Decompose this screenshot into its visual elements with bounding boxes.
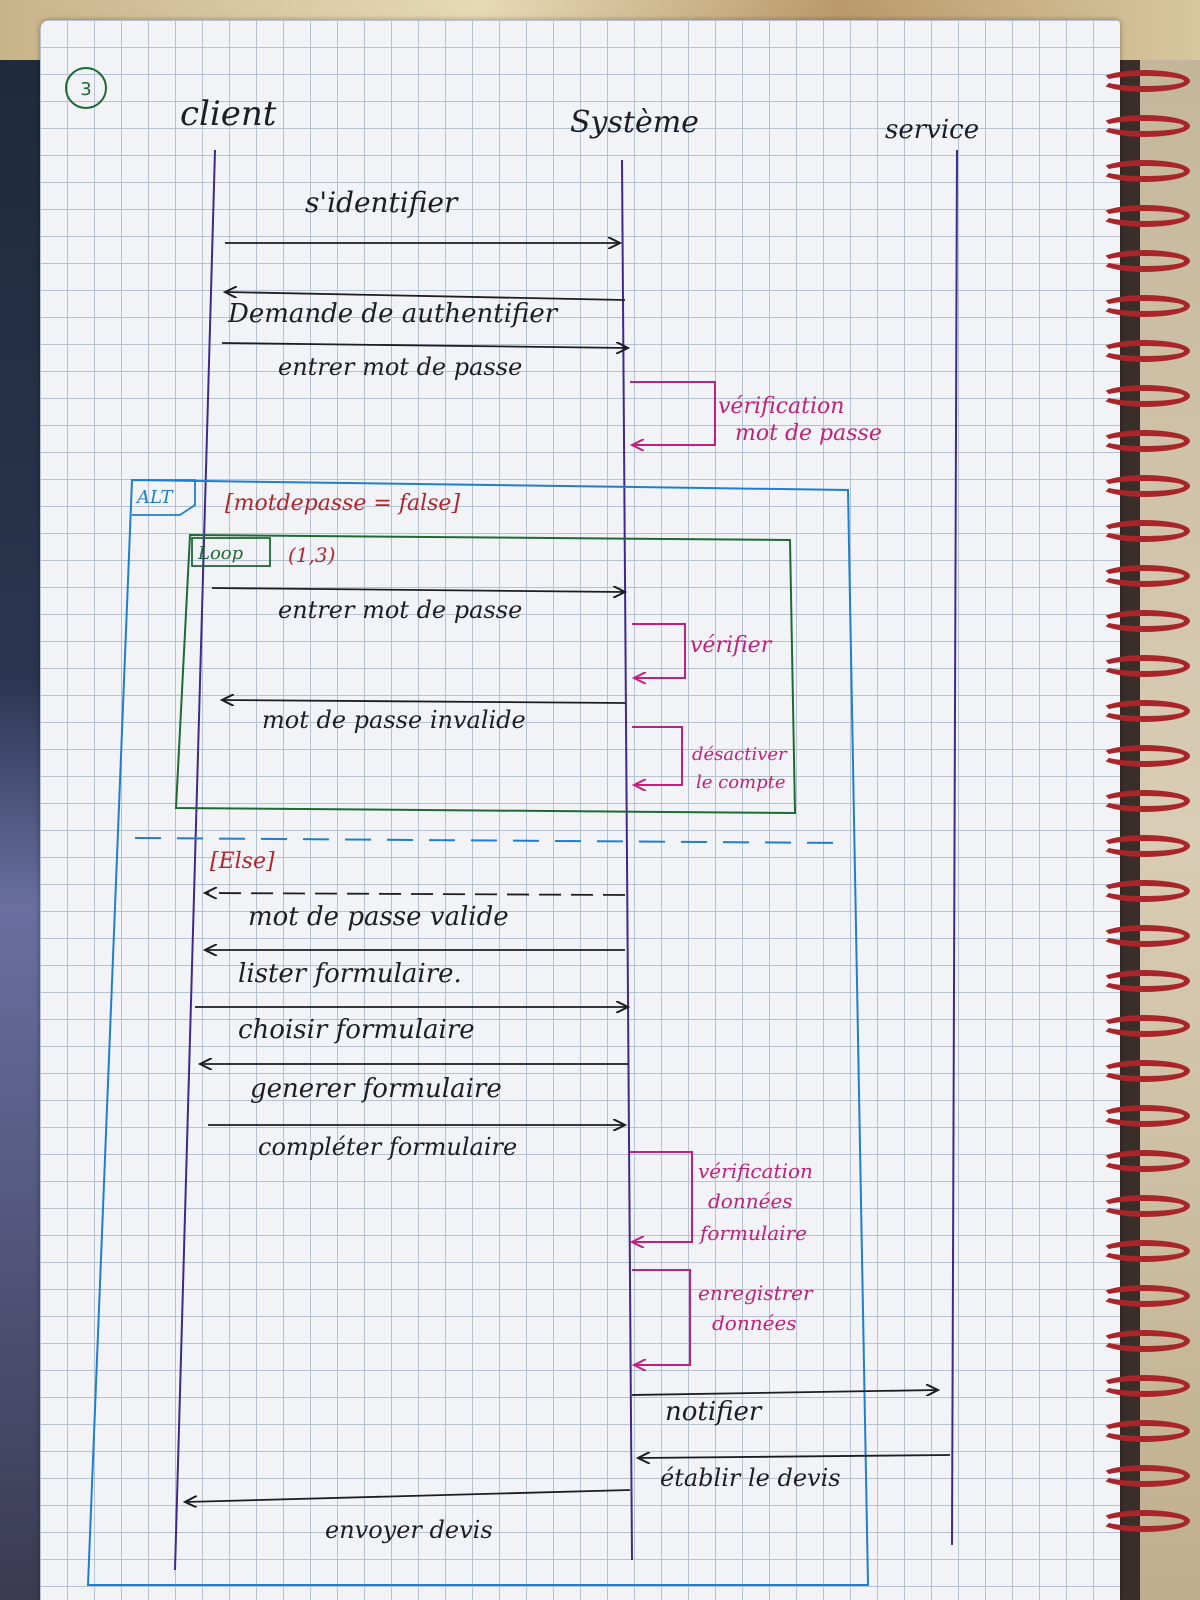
page-number-circle	[65, 67, 107, 109]
note-verify-password-line1: vérification	[718, 394, 844, 419]
notebook-spiral-binding	[1100, 70, 1200, 1570]
alt-label: ALT	[135, 487, 174, 508]
alt-label-tab	[132, 479, 196, 516]
spiral-ring	[1100, 790, 1190, 812]
page-number: 3	[80, 79, 91, 100]
message-send-quote-label: envoyer devis	[325, 1516, 493, 1544]
spiral-ring	[1100, 115, 1190, 137]
note-verify-form-line1: vérification	[698, 1159, 813, 1183]
spiral-ring	[1100, 1375, 1190, 1397]
note-verify-form-line3: formulaire	[698, 1221, 807, 1245]
spiral-ring	[1100, 1285, 1190, 1307]
spiral-ring	[1100, 880, 1190, 902]
message-generate-form-label: generer formulaire	[250, 1074, 502, 1104]
self-message-verify-form-data	[630, 1151, 693, 1242]
lifeline-service	[951, 149, 958, 1546]
message-password-invalid-arrow	[222, 700, 626, 703]
spiral-ring	[1100, 250, 1190, 272]
message-list-forms-label: lister formulaire.	[238, 959, 462, 989]
spiral-ring	[1100, 475, 1190, 497]
alt-else-separator	[134, 837, 846, 844]
lifeline-system	[621, 159, 633, 1561]
spiral-ring	[1100, 1105, 1190, 1127]
message-notify-arrow	[631, 1390, 938, 1395]
message-complete-form-label: compléter formulaire	[258, 1133, 517, 1161]
note-deactivate-line1: désactiver	[692, 744, 788, 765]
alt-fragment	[86, 478, 870, 1586]
spiral-ring	[1100, 745, 1190, 767]
message-enter-password-loop-arrow	[211, 588, 625, 592]
note-deactivate-line2: le compte	[696, 772, 786, 793]
message-notify-label: notifier	[665, 1397, 763, 1427]
message-enter-password-arrow	[221, 343, 628, 348]
message-establish-quote-label: établir le devis	[660, 1464, 841, 1492]
loop-label-box	[191, 537, 271, 567]
message-enter-password-label: entrer mot de passe	[278, 353, 522, 381]
message-send-quote-arrow	[185, 1489, 631, 1502]
notebook-page	[40, 20, 1120, 1600]
self-message-verify-password	[630, 381, 716, 445]
spiral-ring	[1100, 1465, 1190, 1487]
spiral-ring	[1100, 205, 1190, 227]
message-establish-quote-arrow	[638, 1455, 951, 1458]
message-auth-request-label: Demande de authentifier	[227, 299, 559, 329]
note-save-data-line2: données	[712, 1311, 797, 1335]
spiral-ring	[1100, 1240, 1190, 1262]
spiral-ring	[1100, 1420, 1190, 1442]
spiral-ring	[1100, 565, 1190, 587]
spiral-ring	[1100, 835, 1190, 857]
spiral-ring	[1100, 925, 1190, 947]
spiral-ring	[1100, 700, 1190, 722]
spiral-ring	[1100, 1330, 1190, 1352]
note-verify-password-line2: mot de passe	[735, 421, 882, 446]
loop-fragment	[174, 533, 797, 815]
spiral-ring	[1100, 70, 1190, 92]
spiral-ring	[1100, 295, 1190, 317]
spiral-ring	[1100, 520, 1190, 542]
lifeline-client	[174, 149, 216, 1571]
spiral-ring	[1100, 610, 1190, 632]
note-save-data-line1: enregistrer	[698, 1281, 814, 1305]
message-auth-request-arrow	[225, 292, 626, 301]
spiral-ring	[1100, 1150, 1190, 1172]
message-identify-label: s'identifier	[305, 186, 459, 219]
loop-guard: (1,3)	[288, 543, 335, 567]
spiral-ring	[1100, 1015, 1190, 1037]
participant-system-label: Système	[570, 105, 699, 140]
spiral-ring	[1100, 1060, 1190, 1082]
else-guard: [Else]	[210, 849, 275, 874]
self-message-verify	[632, 623, 686, 678]
spiral-ring	[1100, 340, 1190, 362]
participant-service-label: service	[885, 115, 979, 145]
spiral-ring	[1100, 970, 1190, 992]
message-enter-password-loop-label: entrer mot de passe	[278, 596, 522, 624]
message-choose-form-label: choisir formulaire	[238, 1015, 475, 1045]
self-message-save-data	[632, 1269, 691, 1365]
alt-guard: [motdepasse = false]	[225, 491, 460, 516]
note-verify: vérifier	[690, 633, 773, 658]
loop-label: Loop	[197, 543, 244, 564]
participant-client-label: client	[180, 94, 277, 134]
spiral-ring	[1100, 385, 1190, 407]
message-password-invalid-label: mot de passe invalide	[262, 706, 526, 734]
spiral-ring	[1100, 655, 1190, 677]
spiral-ring	[1100, 160, 1190, 182]
spiral-ring	[1100, 430, 1190, 452]
spiral-ring	[1100, 1510, 1190, 1532]
spiral-ring	[1100, 1195, 1190, 1217]
message-password-valid-arrow	[205, 893, 626, 895]
self-message-deactivate-account	[632, 726, 683, 785]
message-password-valid-label: mot de passe valide	[248, 902, 509, 932]
note-verify-form-line2: données	[708, 1189, 793, 1213]
